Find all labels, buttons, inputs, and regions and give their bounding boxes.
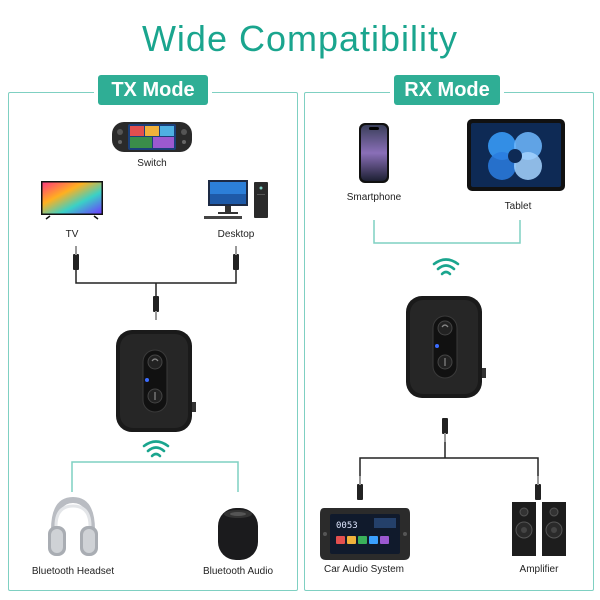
desktop-computer-icon (204, 180, 268, 219)
device-label-tablet: Tablet (504, 201, 532, 212)
car-display-time: 0053 (336, 521, 358, 531)
audio-jack-icon (442, 418, 448, 442)
car-stereo-icon: 0053 (320, 508, 410, 560)
audio-jack-icon (73, 246, 79, 270)
audio-jack-icon (535, 476, 541, 500)
device-label-smartphone: Smartphone (346, 192, 402, 203)
device-label-amplifier: Amplifier (519, 564, 559, 575)
headphones-icon (48, 496, 98, 556)
tv-icon (41, 181, 103, 220)
bluetooth-adapter-tx (116, 330, 196, 432)
wireless-signal-icon (142, 440, 170, 458)
smartphone-icon (359, 123, 389, 183)
audio-jack-icon (233, 246, 239, 270)
device-label-bluetooth-audio: Bluetooth Audio (202, 566, 274, 577)
audio-jack-icon (357, 476, 363, 500)
device-label-desktop: Desktop (217, 229, 255, 240)
smart-speaker-icon (218, 508, 258, 560)
speakers-icon (512, 502, 566, 556)
page-title: Wide Compatibility (141, 18, 459, 59)
device-label-switch: Switch (137, 158, 167, 169)
tablet-icon (467, 119, 565, 191)
tx-mode-badge: TX Mode (98, 75, 208, 105)
wireless-signal-icon (432, 258, 460, 276)
device-label-car-audio: Car Audio System (323, 564, 405, 575)
device-label-headset: Bluetooth Headset (31, 566, 115, 577)
rx-mode-badge: RX Mode (394, 75, 500, 105)
bluetooth-adapter-rx (406, 296, 486, 398)
game-console-icon (112, 122, 192, 152)
device-label-tv: TV (65, 229, 79, 240)
audio-jack-icon (153, 296, 159, 320)
